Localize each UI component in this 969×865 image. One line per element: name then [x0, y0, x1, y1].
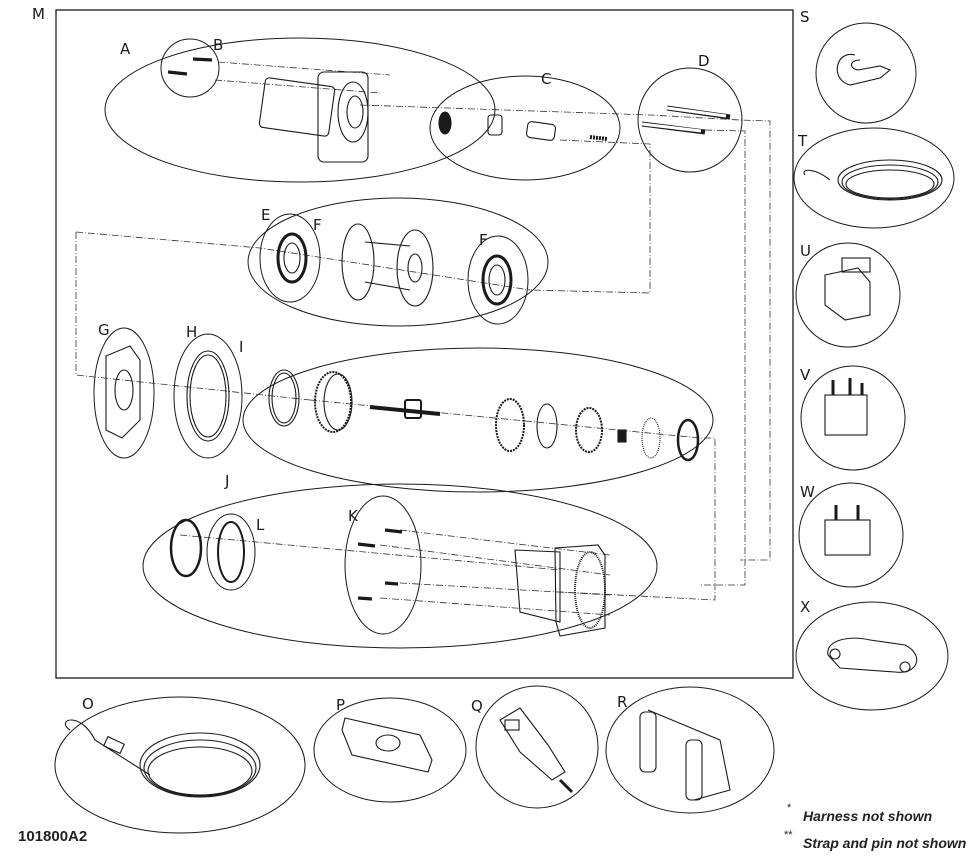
c-sleeve — [525, 121, 557, 141]
solenoid-v — [824, 378, 868, 436]
callout-p: P — [336, 696, 346, 714]
main-frame — [55, 9, 794, 679]
screw-k2 — [357, 542, 376, 548]
contactor-w — [824, 505, 871, 556]
leader-j-axis — [179, 534, 561, 571]
callout-l: L — [256, 516, 265, 534]
gear-set-i — [268, 369, 700, 462]
group-b-circle — [160, 38, 220, 98]
motor-drawing — [258, 71, 369, 163]
rod-d2-inner — [641, 122, 702, 133]
callout-s: S — [800, 8, 810, 26]
drum-drawing — [341, 223, 434, 307]
callout-g: G — [98, 321, 110, 339]
callout-e: E — [261, 206, 271, 224]
group-k-ellipse — [344, 495, 422, 635]
rope-t — [803, 159, 943, 201]
leader-c-down — [529, 139, 651, 294]
gear-housing — [514, 544, 606, 637]
wire-rope-o — [64, 719, 261, 798]
group-d-circle — [637, 67, 743, 173]
callout-a: A — [120, 40, 131, 58]
leader-e-axis — [75, 231, 531, 291]
group-f-right — [467, 235, 529, 325]
note-marker-2: ** — [784, 829, 793, 841]
callout-i: I — [239, 338, 244, 356]
p-ellipse — [313, 697, 467, 803]
callout-o: O — [82, 695, 94, 713]
r-ellipse — [605, 686, 775, 814]
callout-b: B — [213, 36, 224, 54]
bushing-f1 — [276, 232, 308, 284]
callout-r: R — [617, 693, 628, 711]
end-plate-g — [105, 345, 141, 439]
screw-k1 — [384, 528, 403, 534]
hawse-fairlead-p — [341, 717, 433, 773]
control-pack-u — [824, 257, 871, 321]
group-c-ellipse — [429, 75, 621, 181]
t-ellipse — [793, 127, 955, 229]
u-circle — [795, 242, 901, 348]
leader-d-rod — [700, 129, 746, 586]
group-g-ellipse — [93, 327, 155, 459]
leader-k3 — [399, 582, 611, 596]
callout-j: J — [225, 472, 230, 490]
note-marker-1: * — [787, 802, 792, 814]
rod-d1-inner — [666, 106, 727, 118]
callout-d: D — [698, 52, 710, 70]
fairlead-x — [827, 637, 918, 673]
v-circle — [800, 365, 906, 471]
s-circle — [815, 22, 917, 124]
group-e-ellipse — [247, 197, 549, 327]
remote-q — [499, 707, 574, 794]
callout-v: V — [800, 366, 811, 384]
q-circle — [475, 685, 599, 809]
leader-b1 — [217, 61, 391, 76]
screw-b2 — [167, 70, 188, 76]
o-ellipse — [54, 696, 306, 834]
group-f-left — [259, 213, 321, 303]
x-ellipse — [795, 601, 949, 711]
screw-b1 — [192, 57, 213, 62]
callout-q: Q — [471, 697, 483, 715]
callout-u: U — [800, 242, 811, 260]
leader-k4 — [379, 597, 611, 616]
bushing-f2 — [481, 254, 513, 306]
c-bushing — [438, 111, 452, 135]
leader-k2 — [379, 544, 611, 576]
leader-i-axis — [309, 399, 716, 601]
callout-f-2: F — [479, 231, 488, 249]
w-circle — [798, 482, 904, 588]
group-a-ellipse — [104, 37, 496, 183]
note-strap: Strap and pin not shown — [803, 835, 967, 851]
screw-k3 — [384, 581, 399, 586]
callout-c: C — [541, 70, 552, 88]
gasket-h — [186, 350, 230, 442]
c-coupler — [487, 114, 503, 136]
screw-k4 — [357, 596, 373, 601]
document-code: 101800A2 — [18, 828, 88, 845]
o-ring-l — [217, 521, 245, 583]
callout-w: W — [800, 483, 815, 501]
group-l-ellipse — [206, 513, 256, 591]
leader-k1 — [399, 529, 611, 556]
callout-f: F — [313, 216, 322, 234]
callout-t: T — [798, 132, 808, 150]
leader-axis-top — [359, 104, 771, 561]
group-h-ellipse — [173, 333, 243, 459]
hook-s — [836, 53, 892, 86]
leader-b2 — [214, 79, 381, 94]
roller-fairlead-r — [639, 709, 731, 801]
callout-x: X — [800, 598, 811, 616]
callout-h: H — [186, 323, 198, 341]
drum-end-j — [169, 518, 203, 578]
callout-k: K — [348, 507, 358, 525]
note-harness: Harness not shown — [803, 808, 933, 824]
group-j-ellipse — [142, 483, 658, 649]
group-i-ellipse — [242, 347, 714, 493]
c-spring — [589, 135, 608, 141]
frame-label-m: M — [32, 5, 45, 23]
